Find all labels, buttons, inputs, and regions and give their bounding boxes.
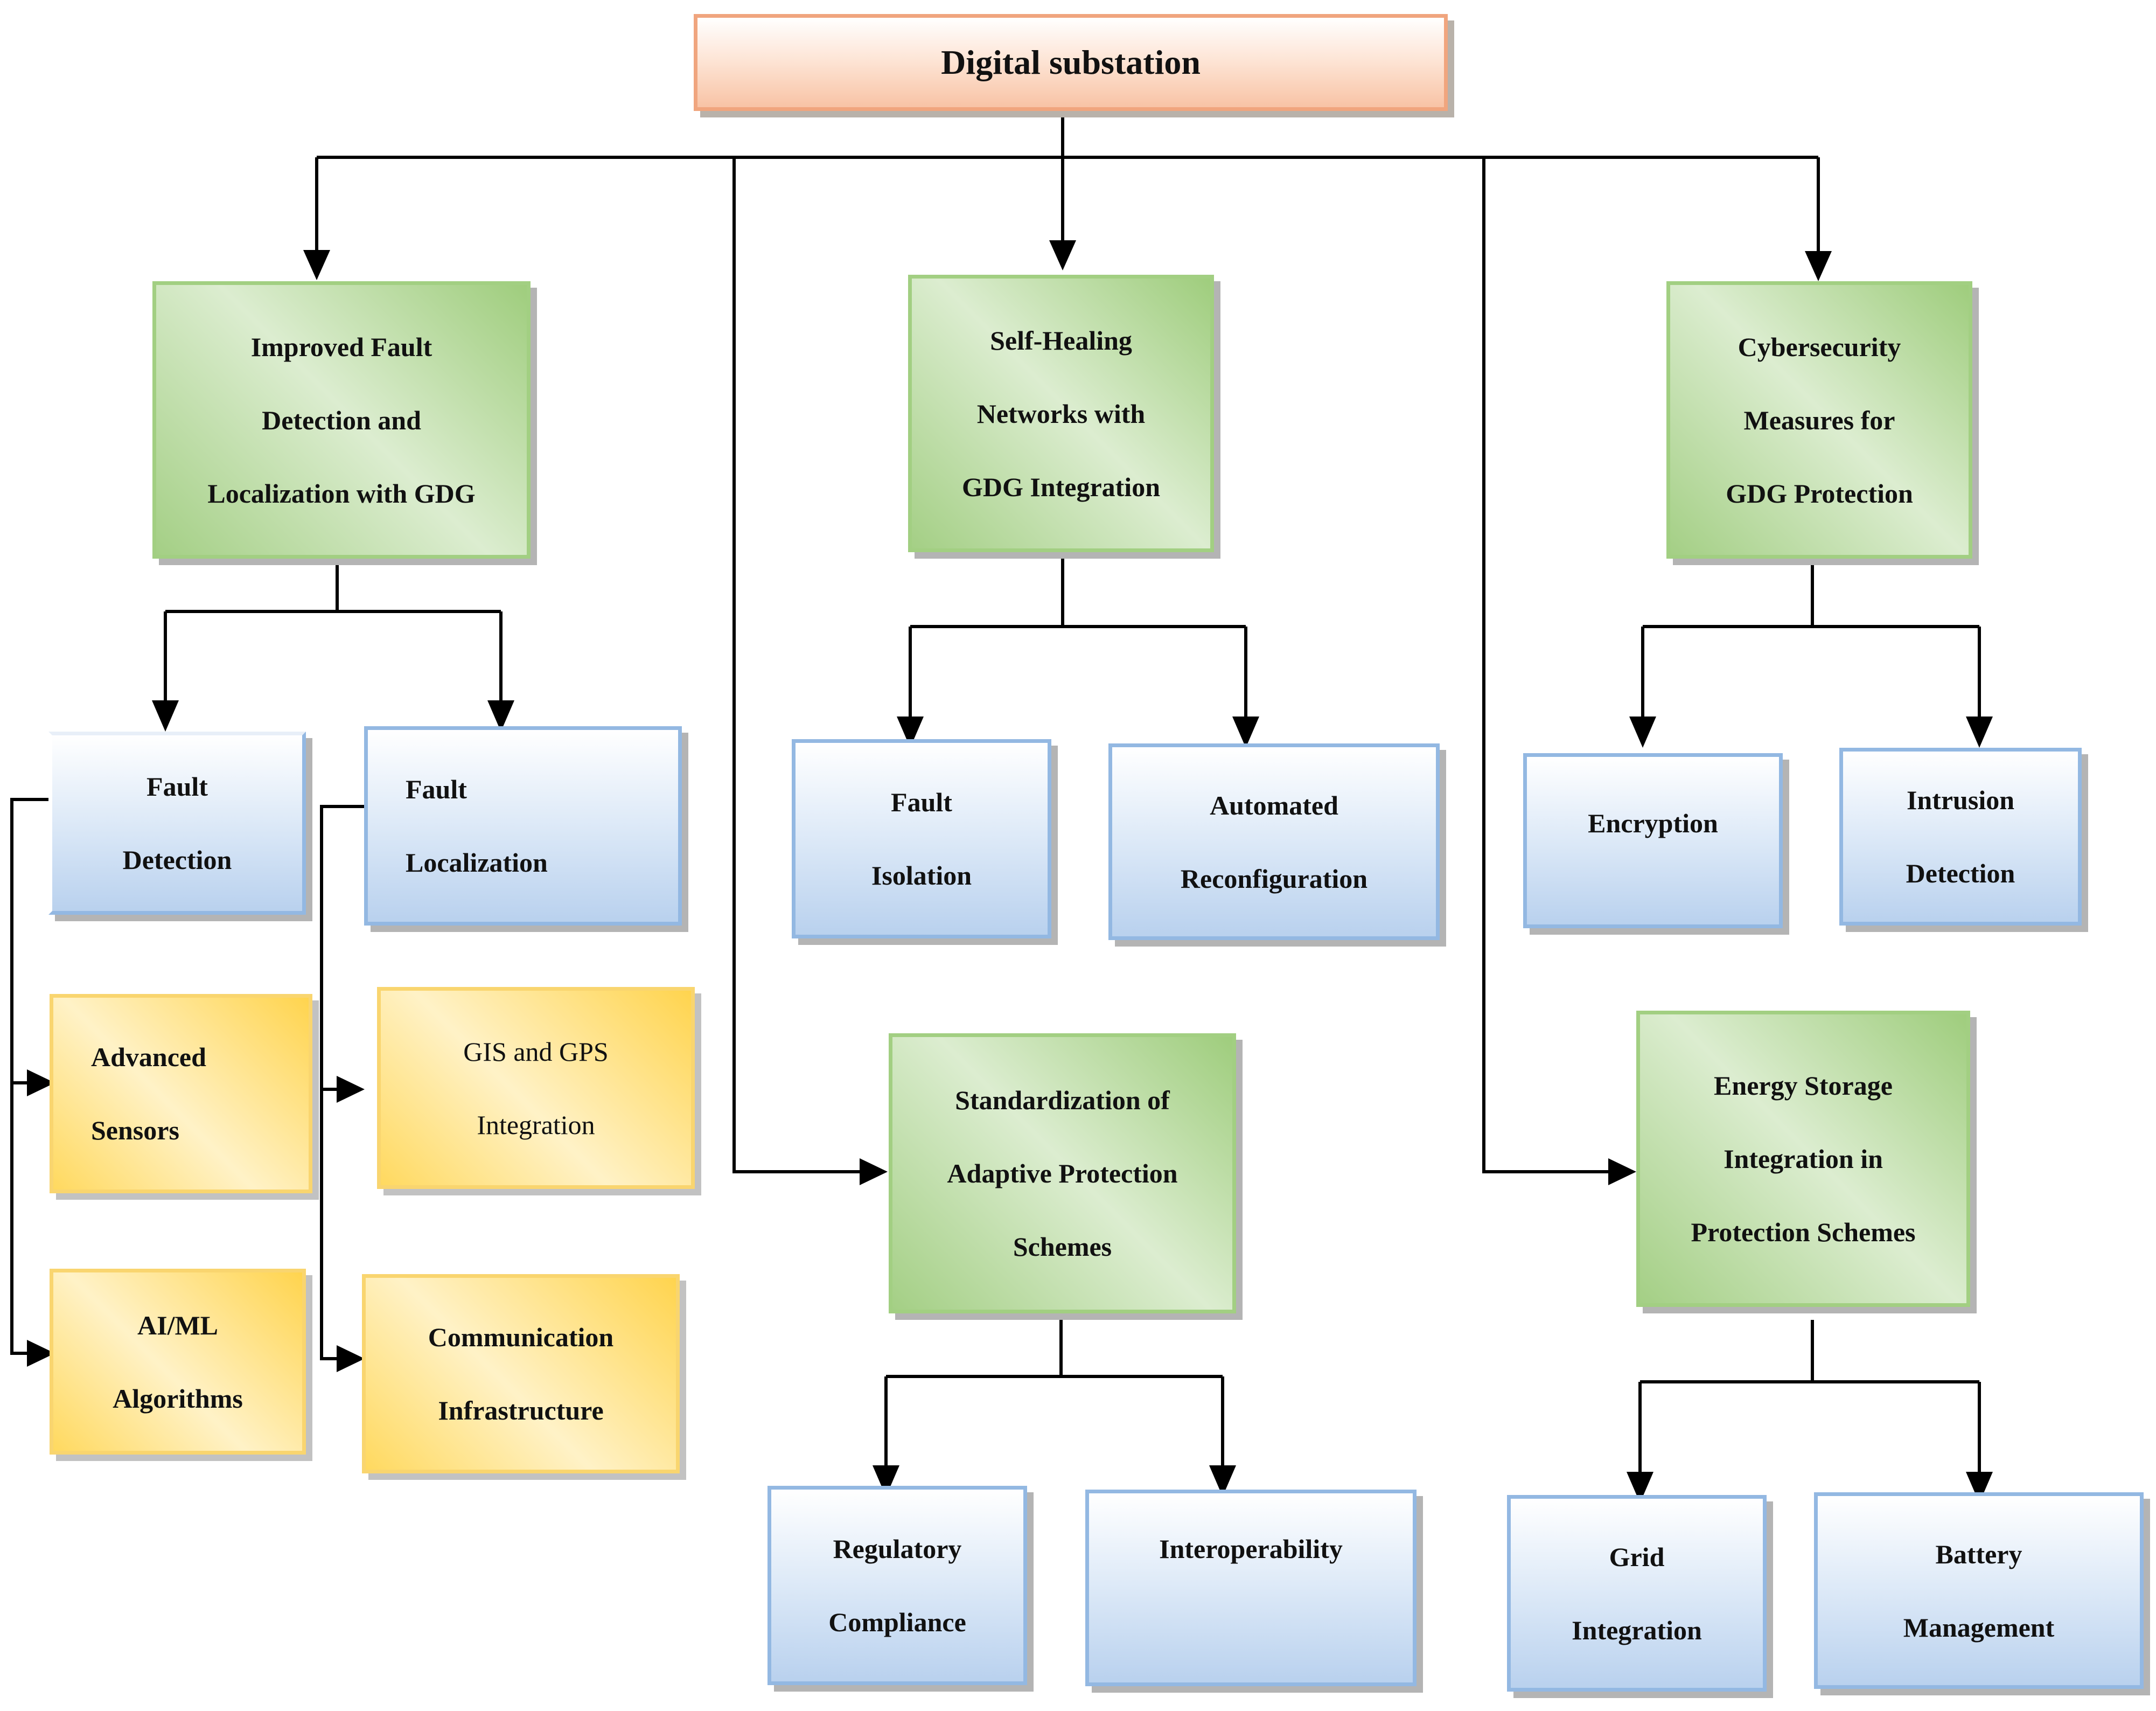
node-label-line: Fault xyxy=(406,774,467,804)
node-label-line: AI/ML xyxy=(137,1310,218,1340)
node-label-line: GDG Integration xyxy=(961,471,1161,502)
arrowhead-isolation xyxy=(897,717,924,748)
arrowhead-healing xyxy=(1049,240,1076,270)
node-gis-gps-integration: GIS and GPS Integration xyxy=(377,987,695,1189)
node-label-line: Energy Storage xyxy=(1714,1070,1893,1101)
node-communication-infrastructure: Communication Infrastructure xyxy=(362,1274,680,1473)
node-self-healing-networks: Self-Healing Networks with GDG Integrati… xyxy=(908,275,1214,552)
node-automated-reconfiguration: Automated Reconfiguration xyxy=(1108,743,1440,940)
arrowhead-battery xyxy=(1966,1472,1993,1503)
node-standardization-adaptive-protection: Standardization of Adaptive Protection S… xyxy=(889,1033,1236,1313)
node-label-line: Integration xyxy=(1572,1615,1702,1645)
node-label-line: Isolation xyxy=(871,860,972,891)
node-intrusion-detection: Intrusion Detection xyxy=(1839,748,2082,926)
node-label-line: Improved Fault xyxy=(250,331,432,362)
node-label-line: Schemes xyxy=(1013,1232,1112,1262)
node-label-line: Compliance xyxy=(828,1607,966,1637)
node-label-line: Algorithms xyxy=(113,1383,243,1414)
node-encryption: Encryption xyxy=(1523,753,1783,928)
root-node: Digital substation xyxy=(694,14,1448,111)
node-label-line: Integration in xyxy=(1724,1144,1883,1174)
arrowhead-encryption xyxy=(1629,717,1656,748)
arrowhead-communication xyxy=(337,1345,365,1372)
arrowhead-regulatory xyxy=(873,1465,899,1497)
node-label-line: Cybersecurity xyxy=(1738,331,1901,362)
node-advanced-sensors: Advanced Sensors xyxy=(50,994,312,1193)
node-label-line: Fault xyxy=(891,787,952,817)
node-cybersecurity-measures: Cybersecurity Measures for GDG Protectio… xyxy=(1666,281,1972,559)
arrowhead-cyber xyxy=(1805,251,1832,281)
node-fault-detection: Fault Detection xyxy=(48,732,306,915)
root-label: Digital substation xyxy=(941,43,1201,81)
node-label-line: Intrusion xyxy=(1906,785,2015,815)
connector-to-standard xyxy=(732,157,867,1173)
arrowhead-gis xyxy=(337,1076,365,1103)
node-label-line: GIS and GPS xyxy=(463,1036,609,1067)
node-label-line: Encryption xyxy=(1588,808,1718,838)
node-label-line: Detection xyxy=(122,845,232,875)
arrowhead-grid xyxy=(1627,1472,1653,1503)
node-label-line: Protection Schemes xyxy=(1691,1217,1916,1247)
node-battery-management: Battery Management xyxy=(1814,1492,2144,1689)
arrowhead-sensors xyxy=(27,1069,55,1096)
node-label-line: Integration xyxy=(477,1109,595,1140)
node-label-line: Infrastructure xyxy=(438,1395,604,1425)
node-label-line: Localization xyxy=(406,847,548,878)
node-label-line: Detection xyxy=(1906,858,2015,888)
node-label-line: Battery xyxy=(1935,1539,2022,1569)
node-label-line: Communication xyxy=(428,1322,614,1352)
arrowhead-reconfig xyxy=(1232,717,1259,748)
node-interoperability: Interoperability xyxy=(1085,1490,1417,1686)
arrowhead-standard xyxy=(860,1158,888,1185)
node-label-line: Automated xyxy=(1210,790,1338,820)
arrowhead-storage xyxy=(1608,1158,1636,1185)
node-fault-localization: Fault Localization xyxy=(364,726,682,926)
node-energy-storage-integration: Energy Storage Integration in Protection… xyxy=(1636,1011,1970,1307)
node-improved-fault-detection: Improved Fault Detection and Localizatio… xyxy=(152,281,531,559)
arrowhead-ai xyxy=(27,1340,55,1367)
arrowhead-localization xyxy=(487,700,514,732)
node-regulatory-compliance: Regulatory Compliance xyxy=(767,1486,1027,1685)
node-fault-isolation: Fault Isolation xyxy=(792,739,1051,938)
arrowhead-detection xyxy=(152,700,179,732)
node-label-line: Fault xyxy=(146,771,208,802)
node-label-line: Grid xyxy=(1609,1541,1665,1572)
node-label-line: Sensors xyxy=(91,1115,179,1145)
node-label-line: Measures for xyxy=(1743,405,1895,435)
node-label-line: Detection and xyxy=(262,405,421,435)
node-label-line: Management xyxy=(1903,1612,2055,1643)
connector-detection-tree xyxy=(10,798,48,1355)
arrowhead-interop xyxy=(1209,1465,1236,1497)
arrowhead-fault xyxy=(303,250,330,280)
node-label-line: Regulatory xyxy=(833,1534,962,1564)
node-label-line: GDG Protection xyxy=(1726,478,1913,509)
node-label-line: Self-Healing xyxy=(990,325,1132,356)
node-ai-ml-algorithms: AI/ML Algorithms xyxy=(50,1269,306,1455)
connector-to-storage xyxy=(1482,157,1621,1173)
node-label-line: Reconfiguration xyxy=(1180,863,1368,894)
node-label-line: Interoperability xyxy=(1159,1534,1343,1564)
node-grid-integration: Grid Integration xyxy=(1507,1495,1767,1692)
arrowhead-intrusion xyxy=(1966,717,1993,748)
node-label-line: Standardization of xyxy=(955,1085,1170,1115)
connector-localization-tree xyxy=(320,805,364,1360)
node-label-line: Adaptive Protection xyxy=(947,1158,1178,1188)
node-label-line: Networks with xyxy=(976,398,1146,429)
node-label-line: Localization with GDG xyxy=(207,478,476,509)
node-label-line: Advanced xyxy=(91,1042,206,1072)
